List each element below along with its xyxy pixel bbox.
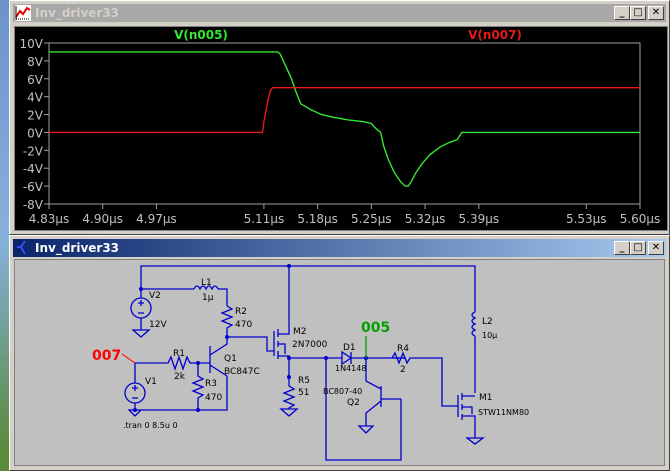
- maximize-button[interactable]: □: [630, 241, 646, 255]
- label-r5-ref: R5: [298, 376, 310, 386]
- resistor-r2-symbol[interactable]: [220, 305, 234, 337]
- resistor-r4-symbol[interactable]: [391, 351, 454, 407]
- legend-v-n007[interactable]: V(n007): [468, 28, 522, 42]
- minimize-button[interactable]: _: [614, 241, 630, 255]
- x-tick-label: 5.53µs: [566, 212, 607, 226]
- label-v1-ref: V1: [145, 377, 157, 387]
- wire[interactable]: [140, 265, 476, 312]
- y-tick-label: -2V: [23, 144, 44, 158]
- label-r5-value: 51: [298, 388, 309, 398]
- label-r2-ref: R2: [235, 307, 247, 317]
- label-r3-ref: R3: [205, 379, 217, 389]
- net-label-007-leader: [121, 353, 136, 364]
- schematic-icon: [17, 240, 26, 255]
- y-tick-label: -8V: [23, 198, 44, 212]
- plot-window: Inv_driver33 _ □ ✕ 10V 8V 6V 4V 2V 0V -2V -4V -6…: [9, 0, 670, 235]
- x-tick-label: 5.25µs: [351, 212, 392, 226]
- label-q1-ref: Q1: [224, 354, 237, 364]
- transistor-q2-symbol[interactable]: [357, 358, 401, 434]
- label-l1-value: 1µ: [202, 293, 214, 303]
- waveform-icon: [15, 5, 31, 21]
- mosfet-m1-symbol[interactable]: [454, 393, 485, 445]
- label-d1-value: 1N4148: [335, 364, 366, 373]
- schematic-window-title: Inv_driver33: [35, 241, 120, 255]
- waveform-chart[interactable]: 10V 8V 6V 4V 2V 0V -2V -4V -6V -8V 4.83µs 4.90µs 4.…: [15, 27, 667, 230]
- x-tick-label: 5.11µs: [244, 212, 285, 226]
- net-label-005[interactable]: 005: [361, 320, 390, 336]
- close-button[interactable]: ✕: [648, 241, 664, 255]
- y-tick-label: 0V: [27, 126, 44, 140]
- voltage-source-v1-symbol[interactable]: [124, 363, 198, 417]
- schematic-canvas[interactable]: 007 005 V2 12V L1 1µ R2 470 M2 2N7000 R1…: [14, 259, 665, 466]
- wire[interactable]: [325, 358, 402, 461]
- label-v2-ref: V2: [149, 291, 161, 301]
- y-tick-label: 10V: [20, 37, 44, 51]
- plot-frame: [48, 42, 641, 205]
- x-tick-label: 4.83µs: [29, 212, 70, 226]
- y-tick-label: 6V: [27, 73, 44, 87]
- maximize-button[interactable]: □: [630, 6, 646, 20]
- x-tick-label: 5.39µs: [459, 212, 500, 226]
- schematic-drawing[interactable]: 007 005 V2 12V L1 1µ R2 470 M2 2N7000 R1…: [15, 260, 666, 468]
- inductor-l2-symbol[interactable]: [471, 311, 477, 393]
- x-tick-label: 4.97µs: [136, 212, 177, 226]
- label-q2-value: BC807-40: [323, 387, 362, 396]
- label-m2-ref: M2: [293, 327, 307, 337]
- label-v2-value: 12V: [149, 320, 167, 330]
- label-l1-ref: L1: [201, 278, 212, 288]
- label-q1-value: BC847C: [224, 367, 260, 377]
- mosfet-m2-symbol[interactable]: [273, 266, 290, 377]
- plot-window-title: Inv_driver33: [35, 6, 120, 20]
- legend-v-n005[interactable]: V(n005): [174, 28, 228, 42]
- trace-vn005[interactable]: [49, 51, 640, 187]
- schematic-window-titlebar[interactable]: Inv_driver33 _ □ ✕: [13, 239, 666, 257]
- label-r4-ref: R4: [397, 344, 409, 354]
- label-r3-value: 470: [205, 393, 222, 403]
- transistor-q1-symbol[interactable]: [198, 337, 228, 411]
- net-label-007[interactable]: 007: [92, 348, 121, 364]
- schematic-window: Inv_driver33 _ □ ✕: [9, 235, 670, 471]
- y-tick-label: 2V: [27, 109, 44, 123]
- label-l2-value: 10µ: [482, 331, 497, 340]
- label-m1-value: STW11NM80: [478, 408, 529, 417]
- label-l2-ref: L2: [482, 317, 493, 327]
- x-tick-label: 5.18µs: [297, 212, 338, 226]
- label-q2-ref: Q2: [347, 398, 360, 408]
- plot-window-titlebar[interactable]: Inv_driver33 _ □ ✕: [13, 4, 666, 22]
- resistor-r1-symbol[interactable]: [135, 354, 210, 372]
- inductor-l1-symbol[interactable]: [193, 285, 228, 306]
- wire[interactable]: [227, 336, 274, 352]
- label-r1-ref: R1: [173, 349, 185, 359]
- close-button[interactable]: ✕: [648, 6, 664, 20]
- y-tick-label: -6V: [23, 180, 44, 194]
- label-r4-value: 2: [400, 365, 406, 375]
- label-m2-value: 2N7000: [292, 340, 328, 350]
- label-d1-ref: D1: [343, 343, 356, 353]
- resistor-r5-symbol[interactable]: [279, 377, 299, 417]
- label-r1-value: 2k: [174, 372, 186, 382]
- x-tick-label: 5.32µs: [405, 212, 446, 226]
- voltage-source-v2-symbol[interactable]: [130, 289, 152, 338]
- y-tick-label: 8V: [27, 55, 44, 69]
- waveform-plot-pane[interactable]: 10V 8V 6V 4V 2V 0V -2V -4V -6V -8V 4.83µs 4.90µs 4.…: [14, 26, 668, 231]
- minimize-button[interactable]: _: [614, 6, 630, 20]
- desktop-edge: [0, 0, 9, 471]
- resistor-r3-symbol[interactable]: [191, 363, 205, 410]
- label-m1-ref: M1: [479, 393, 493, 403]
- spice-directive[interactable]: .tran 0 8.5u 0: [123, 421, 178, 430]
- x-tick-label: 4.90µs: [82, 212, 123, 226]
- x-tick-label: 5.60µs: [620, 212, 661, 226]
- trace-vn007[interactable]: [49, 87, 640, 134]
- y-tick-label: 4V: [27, 91, 44, 105]
- y-tick-label: -4V: [23, 162, 44, 176]
- label-r2-value: 470: [235, 320, 252, 330]
